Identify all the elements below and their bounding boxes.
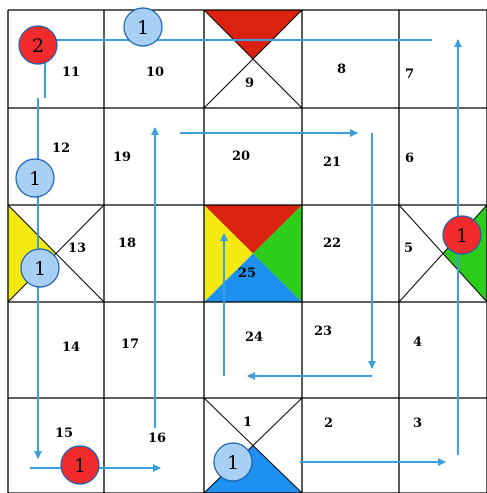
cell-number-5: 5: [404, 241, 413, 256]
cell-number-9: 9: [245, 76, 254, 91]
red-token-2[interactable]: 2: [19, 26, 57, 64]
cell-number-4: 4: [413, 335, 422, 350]
blue-token-1[interactable]: 1: [16, 159, 54, 197]
cell-number-7: 7: [405, 67, 414, 82]
token-label: 1: [227, 452, 239, 474]
token-label: 1: [456, 225, 468, 247]
token-label: 1: [29, 168, 41, 190]
cell-number-20: 20: [232, 149, 250, 164]
cell-number-18: 18: [118, 236, 136, 251]
blue-token-1[interactable]: 1: [214, 443, 252, 481]
cell-number-23: 23: [314, 324, 332, 339]
home-red-triangle: [204, 10, 302, 59]
blue-token-1[interactable]: 1: [21, 249, 59, 287]
cell-number-16: 16: [148, 431, 166, 446]
cell-number-12: 12: [52, 141, 70, 156]
cell-number-10: 10: [146, 65, 164, 80]
cell-number-3: 3: [413, 416, 422, 431]
cell-number-19: 19: [113, 150, 131, 165]
cell-number-14: 14: [62, 340, 80, 355]
red-token-1[interactable]: 1: [61, 446, 99, 484]
cell-number-1: 1: [243, 415, 252, 430]
cell-number-25: 25: [238, 266, 256, 281]
cell-number-11: 11: [62, 65, 80, 80]
cell-number-24: 24: [245, 330, 263, 345]
cell-number-2: 2: [324, 416, 333, 431]
cell-number-22: 22: [323, 236, 341, 251]
token-label: 2: [32, 35, 44, 57]
cell-number-13: 13: [68, 241, 86, 256]
token-label: 1: [34, 258, 46, 280]
token-label: 1: [137, 17, 149, 39]
cell-number-6: 6: [405, 151, 414, 166]
blue-token-1[interactable]: 1: [124, 8, 162, 46]
cell-number-17: 17: [121, 337, 139, 352]
cell-number-15: 15: [55, 426, 73, 441]
red-token-1[interactable]: 1: [443, 216, 481, 254]
cell-number-8: 8: [337, 62, 346, 77]
token-label: 1: [74, 455, 86, 477]
cell-number-21: 21: [323, 155, 341, 170]
